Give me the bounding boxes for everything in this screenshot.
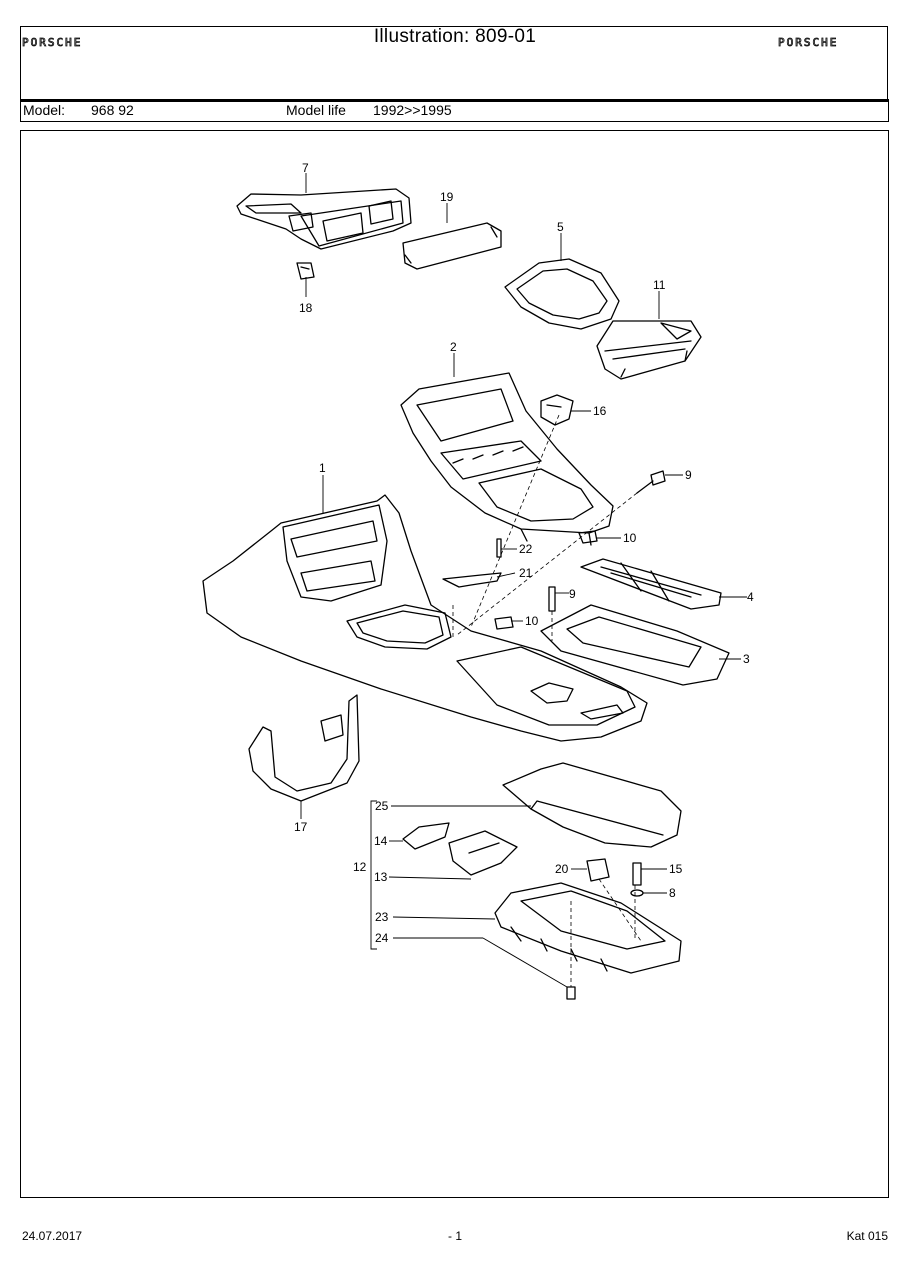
footer-date: 24.07.2017	[22, 1229, 83, 1243]
callout-23: 23	[375, 910, 389, 924]
part-17-bracket-frame	[248, 694, 360, 802]
callout-10-upper: 10	[623, 531, 637, 545]
part-10-clip-lower	[494, 616, 514, 630]
model-label: Model:	[23, 102, 66, 118]
callout-15: 15	[669, 862, 683, 876]
porsche-logo-right: PORSCHE	[778, 36, 838, 49]
model-value: 968 92	[91, 102, 134, 118]
callout-22: 22	[519, 542, 533, 556]
callout-13: 13	[374, 870, 388, 884]
part-13-hinge	[448, 830, 518, 876]
brand-right-text: PORSCHE	[778, 36, 838, 49]
part-10-clip-upper	[578, 530, 598, 544]
callout-12: 12	[353, 860, 367, 874]
porsche-logo-left: PORSCHE	[22, 36, 82, 49]
callout-9-lower: 9	[569, 587, 576, 601]
part-20-latch	[586, 858, 610, 882]
callout-25: 25	[375, 799, 389, 813]
dashed-leaders	[452, 414, 642, 987]
part-16-bracket	[540, 394, 574, 426]
callout-21: 21	[519, 566, 533, 580]
brand-left-text: PORSCHE	[22, 36, 82, 49]
callout-16: 16	[593, 404, 607, 418]
callout-4: 4	[747, 590, 754, 604]
callout-18: 18	[299, 301, 313, 315]
part-11-ashtray	[596, 320, 702, 380]
callout-17: 17	[294, 820, 308, 834]
callout-8: 8	[669, 886, 676, 900]
model-life-value: 1992>>1995	[373, 102, 452, 118]
callout-7: 7	[302, 161, 309, 175]
callout-3: 3	[743, 652, 750, 666]
callout-20: 20	[555, 862, 569, 876]
part-3-tray	[540, 604, 730, 686]
part-9-screw-lower	[548, 586, 556, 612]
part-2-center-panel	[400, 372, 614, 546]
callout-labels: 7 19 5 11 18 2 16 9 1 10 22 21 9 4 10 3 …	[294, 161, 754, 945]
callout-19: 19	[440, 190, 454, 204]
illustration-title: Illustration: 809-01	[373, 26, 537, 47]
part-5-shift-frame	[504, 258, 620, 330]
part-25-armrest-lid	[502, 762, 682, 848]
callout-9-upper: 9	[685, 468, 692, 482]
part-9-screw-upper	[636, 470, 666, 494]
part-19-cover	[402, 222, 502, 270]
callout-5: 5	[557, 220, 564, 234]
callout-2: 2	[450, 340, 457, 354]
part-23-storage-bin	[494, 882, 682, 974]
part-18-clip	[296, 262, 315, 280]
diagram-frame: 7 19 5 11 18 2 16 9 1 10 22 21 9 4 10 3 …	[20, 130, 889, 1198]
callout-11: 11	[653, 278, 666, 292]
callout-14: 14	[374, 834, 388, 848]
part-24-screw	[566, 986, 576, 1000]
part-8-washer	[630, 889, 644, 897]
part-22-pin	[496, 538, 502, 558]
callout-24: 24	[375, 931, 389, 945]
part-14-hinge	[402, 822, 450, 850]
part-7-upper-tray	[236, 188, 412, 250]
callout-10-lower: 10	[525, 614, 539, 628]
part-1-main-console	[202, 494, 648, 742]
model-life-label: Model life	[286, 102, 346, 118]
footer-page-number: - 1	[447, 1229, 462, 1243]
part-21-bracket	[442, 572, 502, 588]
header-rule	[20, 99, 889, 102]
callout-1: 1	[319, 461, 326, 475]
part-4-mat	[580, 558, 722, 610]
footer-catalog: Kat 015	[846, 1229, 888, 1243]
model-row: Model: 968 92 Model life 1992>>1995	[20, 101, 889, 122]
part-15-screw	[632, 862, 642, 886]
exploded-parts-diagram: 7 19 5 11 18 2 16 9 1 10 22 21 9 4 10 3 …	[202, 161, 754, 1000]
leader-lines	[300, 173, 747, 988]
